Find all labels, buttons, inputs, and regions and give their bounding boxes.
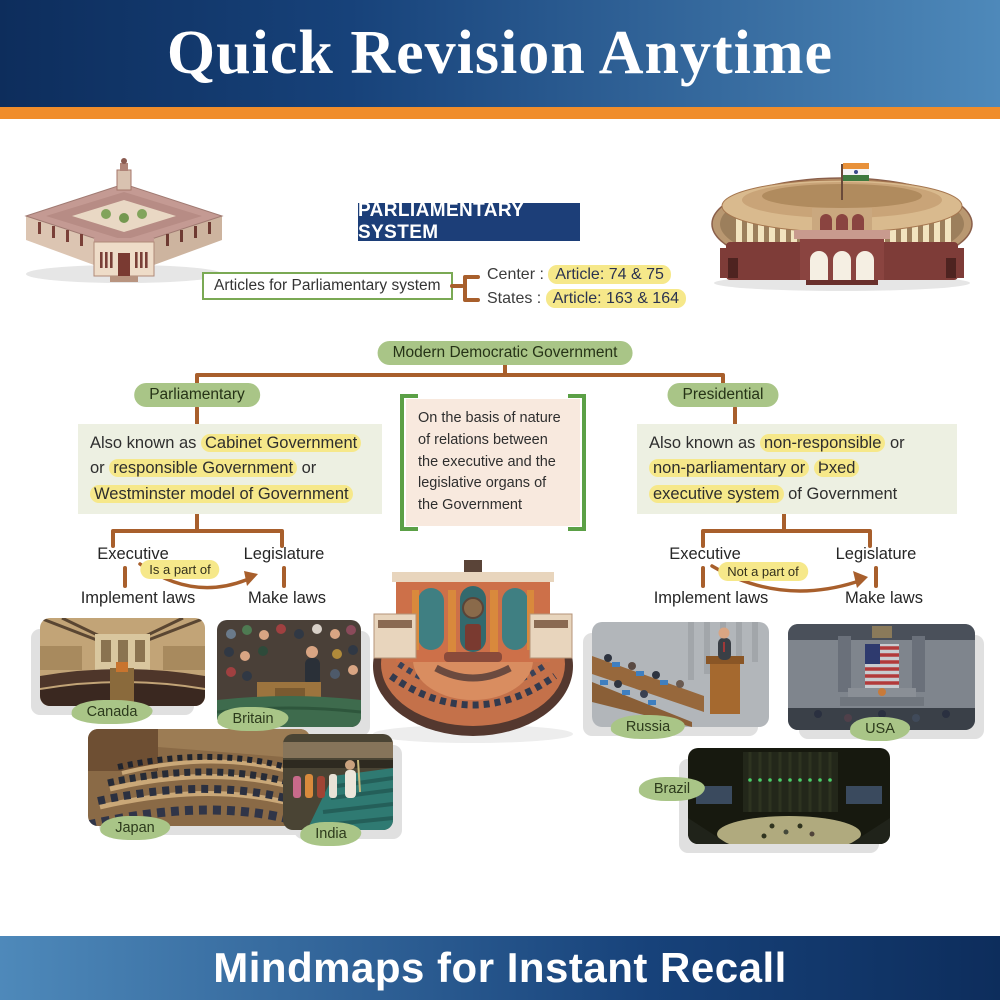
country-label-canada: Canada bbox=[71, 700, 153, 724]
triangular-parliament-building-icon bbox=[24, 158, 224, 283]
footer-title: Mindmaps for Instant Recall bbox=[213, 944, 787, 991]
japan-parliament-photo bbox=[88, 729, 310, 826]
center-label: Center : bbox=[487, 266, 549, 283]
country-label-usa: USA bbox=[850, 717, 910, 741]
is-part-of-tag: Is a part of bbox=[140, 560, 220, 579]
country-label-india: India bbox=[300, 822, 362, 846]
articles-center-row: Center : Article: 74 & 75 bbox=[487, 265, 671, 284]
presidential-implement-laws-label: Implement laws bbox=[653, 589, 769, 607]
india-flag-icon bbox=[843, 163, 869, 181]
country-label-brazil: Brazil bbox=[638, 777, 706, 801]
left-bracket-decoration bbox=[400, 394, 418, 531]
parliamentary-system-badge: PARLIAMENTARY SYSTEM bbox=[358, 200, 580, 243]
basis-note-box: On the basis of nature of relations betw… bbox=[400, 394, 586, 531]
parliamentary-executive-label: Executive bbox=[97, 545, 169, 563]
brazil-parliament-photo bbox=[688, 748, 890, 844]
branch-node-presidential: Presidential bbox=[667, 383, 779, 407]
presidential-make-laws-label: Make laws bbox=[845, 589, 923, 607]
presidential-executive-label: Executive bbox=[669, 545, 741, 563]
states-label: States : bbox=[487, 290, 546, 307]
right-bracket-decoration bbox=[568, 394, 586, 531]
page-title: Quick Revision Anytime bbox=[166, 19, 834, 87]
not-part-of-tag: Not a part of bbox=[718, 562, 808, 581]
new-parliament-illustration bbox=[18, 152, 233, 292]
circular-parliament-building-icon bbox=[711, 163, 973, 291]
usa-parliament-photo bbox=[788, 624, 975, 730]
accent-divider bbox=[0, 107, 1000, 119]
states-article-value: Article: 163 & 164 bbox=[545, 289, 686, 308]
parliamentary-legislature-label: Legislature bbox=[243, 545, 325, 563]
russia-parliament-photo bbox=[592, 622, 769, 727]
root-node-modern-democratic-government: Modern Democratic Government bbox=[377, 341, 633, 365]
parliamentary-implement-laws-label: Implement laws bbox=[80, 589, 196, 607]
parliamentary-make-laws-label: Make laws bbox=[248, 589, 326, 607]
basis-note-text: On the basis of nature of relations betw… bbox=[418, 410, 561, 513]
country-label-russia: Russia bbox=[610, 715, 686, 739]
footer-banner: Mindmaps for Instant Recall bbox=[0, 936, 1000, 1000]
presidential-legislature-label: Legislature bbox=[835, 545, 917, 563]
branch-node-parliamentary: Parliamentary bbox=[134, 383, 260, 407]
canada-parliament-photo bbox=[40, 618, 205, 706]
articles-states-row: States : Article: 163 & 164 bbox=[487, 289, 686, 308]
parliament-chamber-illustration bbox=[366, 556, 580, 751]
header-banner: Quick Revision Anytime bbox=[0, 0, 1000, 107]
country-label-britain: Britain bbox=[217, 707, 289, 731]
india-parliament-photo bbox=[283, 734, 393, 830]
center-article-value: Article: 74 & 75 bbox=[548, 265, 671, 284]
articles-box: Articles for Parliamentary system bbox=[202, 272, 453, 300]
country-label-japan: Japan bbox=[100, 816, 170, 840]
old-parliament-illustration bbox=[702, 150, 984, 300]
